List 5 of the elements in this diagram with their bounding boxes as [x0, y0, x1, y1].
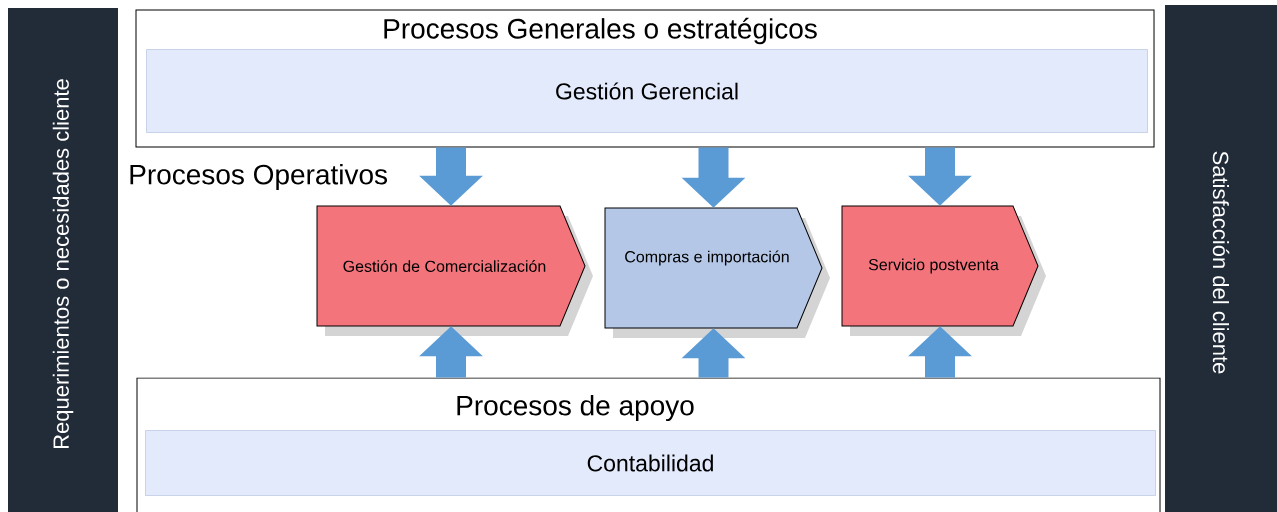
- side-band: Requerimientos o necesidades cliente: [8, 8, 118, 512]
- process-box: Contabilidad: [145, 430, 1156, 496]
- process-box: Gestión Gerencial: [146, 49, 1148, 133]
- side-band: Satisfacción del cliente: [1165, 5, 1277, 512]
- section-heading: Procesos Operativos: [130, 163, 388, 191]
